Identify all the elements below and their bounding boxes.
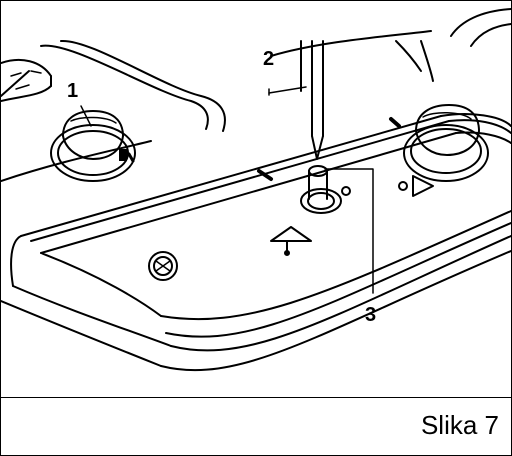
flame-symbol-left-icon (270, 226, 312, 256)
cooktop-illustration: 1 2 3 (1, 1, 511, 398)
callout-1-label: 1 (67, 80, 78, 102)
screwdriver-icon (311, 40, 324, 160)
callout-3-label: 3 (365, 304, 376, 326)
figure-caption: Slika 7 (420, 410, 499, 440)
panel-outline (1, 8, 511, 182)
cooktop-drawing: 1 2 3 (1, 8, 511, 372)
flame-symbol-right-icon (398, 175, 434, 197)
screw-icon (148, 251, 178, 281)
valve-spindle-icon (300, 165, 351, 214)
callout-leaders (80, 86, 374, 294)
callout-2-label: 2 (263, 48, 274, 70)
caption-bar: Slika 7 (1, 398, 511, 455)
indicator-marks (127, 117, 401, 181)
control-strip (1, 113, 511, 372)
burner-cap-icon (1, 58, 52, 102)
knob-right-icon (403, 104, 489, 182)
knob-left-icon (50, 110, 136, 182)
